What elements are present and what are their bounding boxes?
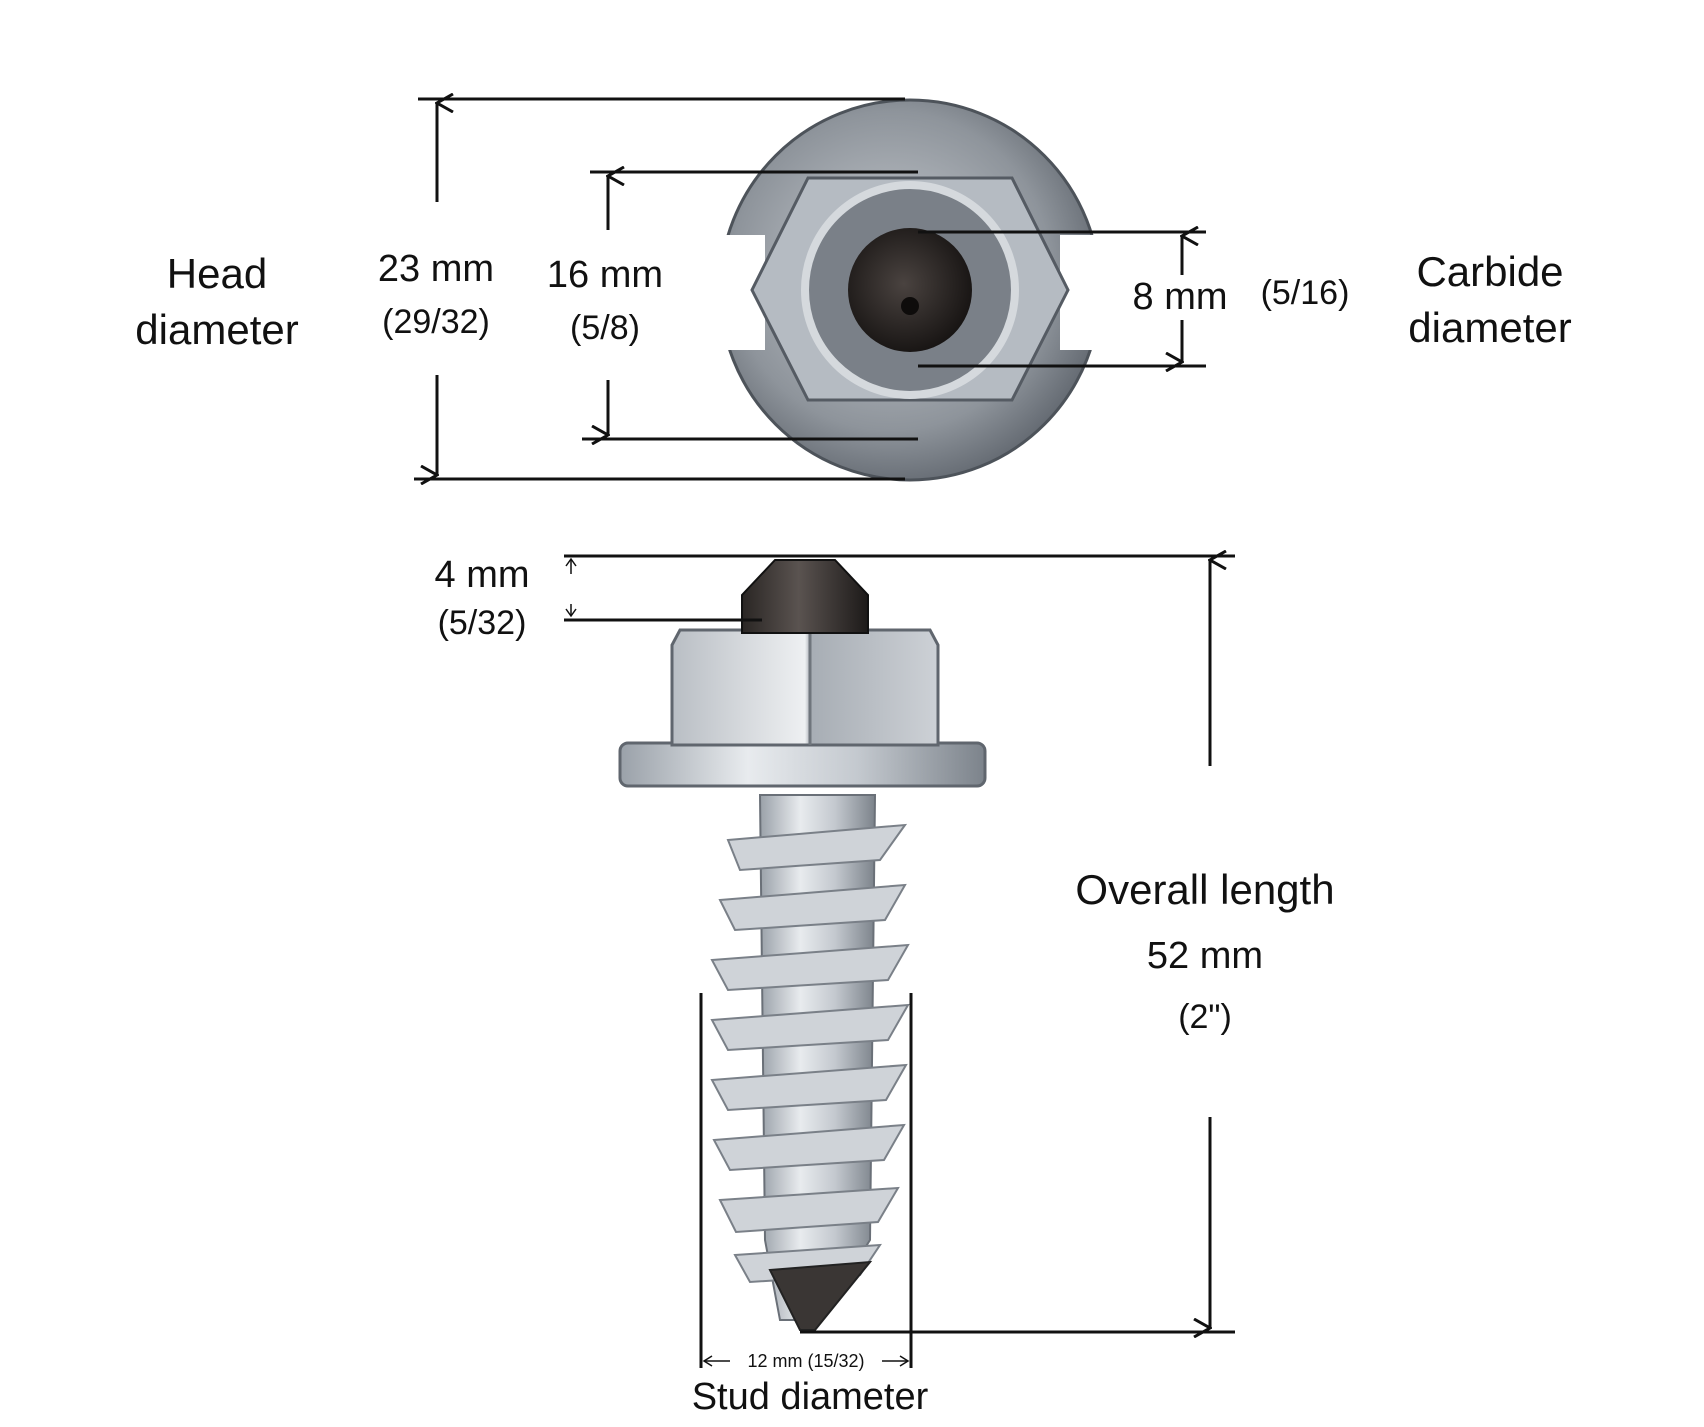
carbide-in: (5/16) xyxy=(1260,274,1350,312)
flange-in: (5/8) xyxy=(570,309,640,347)
tip-dimension xyxy=(564,554,1235,622)
shank-point xyxy=(768,1260,873,1331)
carbide-center-dot xyxy=(901,297,919,315)
overall-in: (2") xyxy=(1178,998,1232,1036)
tip-in: (5/32) xyxy=(437,604,527,642)
overall-mm: 52 mm xyxy=(1146,935,1264,977)
carbide-mm: 8 mm xyxy=(1132,276,1228,318)
stud-dimension-text: 12 mm (15/32) xyxy=(747,1351,865,1371)
shank-body xyxy=(758,794,877,1321)
head-label-line1: Head xyxy=(166,250,268,297)
head-in: (29/32) xyxy=(382,303,490,341)
overall-label: Overall length xyxy=(1075,866,1335,913)
stud-dimension xyxy=(699,993,913,1368)
flange-dimension xyxy=(582,172,918,439)
head-dimension xyxy=(414,99,905,479)
right-slot xyxy=(1060,235,1120,350)
head-label-line2: diameter xyxy=(135,306,299,353)
carbide-tip-side xyxy=(741,559,869,634)
carbide-top xyxy=(848,228,972,352)
carbide-dimension xyxy=(918,232,1206,366)
head-mm: 23 mm xyxy=(377,248,495,290)
flange-mm: 16 mm xyxy=(546,254,664,296)
side-view-photo xyxy=(618,559,987,1331)
overall-dimension xyxy=(800,560,1235,1332)
flange-washer xyxy=(618,741,987,788)
carbide-label-line2: diameter xyxy=(1408,304,1572,351)
hex-head-side xyxy=(670,628,940,747)
top-view-photo xyxy=(705,98,1120,482)
tip-mm: 4 mm xyxy=(434,554,530,596)
stud-label: Stud diameter xyxy=(691,1376,929,1418)
carbide-label-line1: Carbide xyxy=(1416,248,1564,295)
